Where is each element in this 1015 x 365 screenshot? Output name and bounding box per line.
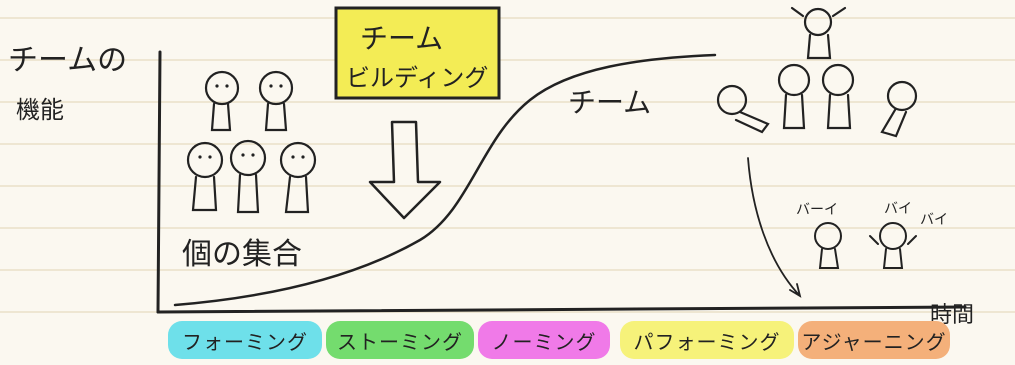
bye-label-3: バイ [920,212,948,228]
axes [156,50,967,314]
faces-left [198,84,305,159]
team-label: チーム [568,86,651,119]
team-person-top [790,6,847,60]
decline-arrow [747,157,802,298]
team-person-middle-right [821,63,855,130]
stage-storming-label: ストーミング [337,329,463,354]
stage-forming-label: フォーミング [182,329,308,354]
x-axis [156,305,967,314]
down-arrow [368,120,442,220]
team-building-label-line2: ビルディング [346,64,488,92]
stage-norming: ノーミング [478,321,610,359]
stage-bar: フォーミング ストーミング ノーミング パフォーミング アジャーニング [0,321,1015,361]
team-person-left [716,84,770,134]
ruled-lines [0,17,1015,313]
waving-person-2 [869,222,917,269]
y-axis-label-line1: チームの [8,43,127,78]
person-5 [279,141,317,214]
stage-performing-label: パフォーミング [633,329,781,354]
individual-people-group [186,70,317,214]
person-4 [229,139,267,214]
waving-people [814,222,917,269]
waving-person-1 [814,222,842,269]
y-axis [156,50,162,314]
bye-label-1: バーイ [796,202,838,218]
team-building-label-line1: チーム [360,22,443,55]
stage-adjourning: アジャーニング [798,321,950,359]
stage-adjourning-label: アジャーニング [801,329,947,354]
person-2 [258,70,294,132]
stage-storming: ストーミング [326,321,474,359]
team-function-curve [173,53,717,307]
team-person-right [880,80,918,138]
y-axis-label-line2: 機能 [16,96,64,124]
individuals-label: 個の集合 [182,237,302,272]
bye-label-2: バイ [884,201,912,217]
stage-forming: フォーミング [168,321,322,359]
stage-performing: パフォーミング [620,321,794,359]
person-1 [204,70,240,132]
person-3 [186,141,224,212]
team-pyramid-group [716,6,918,138]
team-building-note: チーム ビルディング [334,6,501,100]
stage-norming-label: ノーミング [491,329,597,354]
team-person-middle-left [777,63,811,130]
